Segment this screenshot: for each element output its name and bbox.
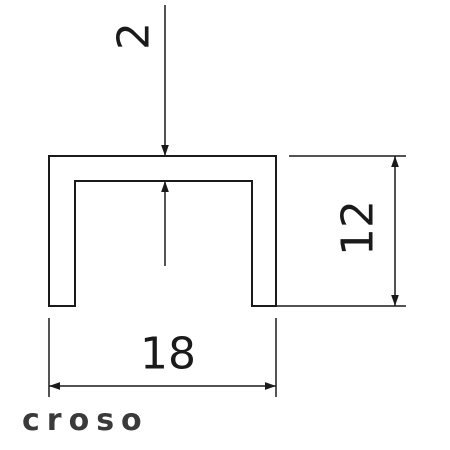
width-value: 18 (140, 329, 196, 380)
brand-logo: croso (22, 403, 149, 438)
thickness-dimension: 2 (109, 5, 169, 266)
thickness-value: 2 (109, 22, 160, 50)
height-value: 12 (333, 200, 384, 256)
u-channel-profile (48, 155, 277, 307)
height-dimension: 12 (276, 155, 406, 307)
width-dimension: 18 (48, 318, 277, 397)
